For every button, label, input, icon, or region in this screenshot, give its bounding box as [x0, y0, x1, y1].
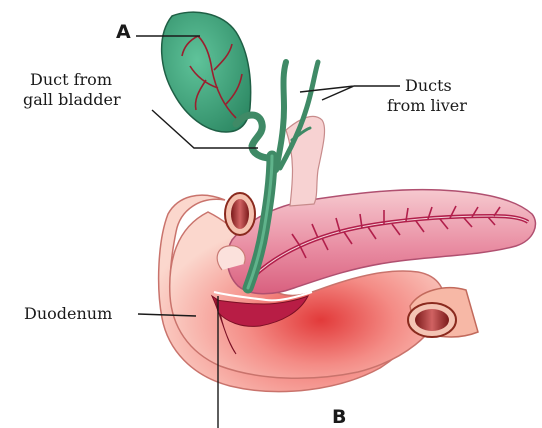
- label-duct-gall-bladder-line1: Duct from: [30, 70, 112, 89]
- label-ducts-liver-line2: from liver: [387, 96, 467, 115]
- leader-liver-ducts: [300, 86, 400, 100]
- label-duodenum: Duodenum: [24, 304, 112, 323]
- cystic-duct: [236, 115, 270, 158]
- gall-bladder: [162, 12, 251, 132]
- hepatic-duct-left: [276, 62, 286, 170]
- label-duct-gall-bladder-line2: gall bladder: [23, 90, 121, 109]
- label-a: A: [116, 23, 131, 42]
- label-ducts-liver-line1: Ducts: [405, 76, 452, 95]
- label-b: B: [332, 408, 346, 427]
- vessel-opening-upper: [225, 193, 255, 235]
